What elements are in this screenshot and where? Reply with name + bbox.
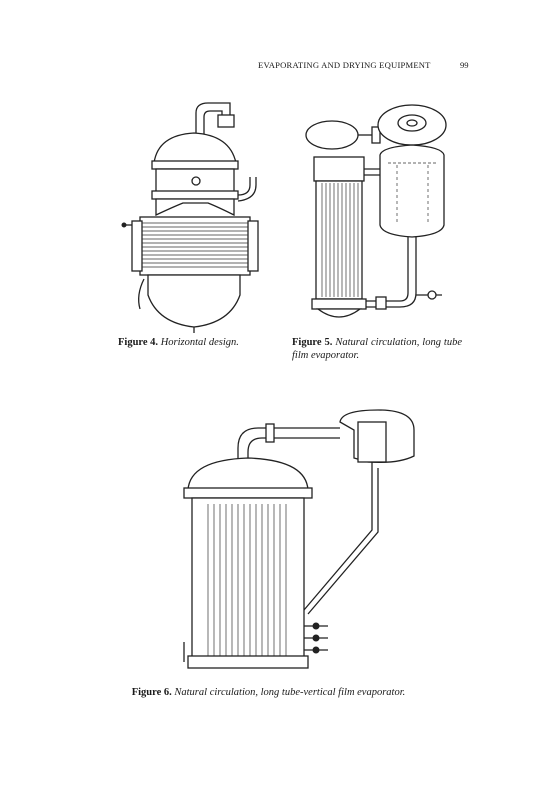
figure-6-description: Natural circulation, long tube-vertical …	[174, 687, 406, 698]
figure-4-label: Figure 4.	[118, 337, 159, 348]
figure-6-vertical-evaporator-drawing	[183, 409, 415, 669]
figure-4-horizontal-evaporator-drawing	[121, 102, 259, 333]
figure-5-label: Figure 5.	[292, 337, 333, 348]
figure-6-caption: Figure 6. Natural circulation, long tube…	[0, 686, 537, 699]
page-number: 99	[460, 60, 469, 70]
figure-4-caption: Figure 4. Horizontal design.	[118, 336, 278, 349]
figure-4-description: Horizontal design.	[160, 337, 239, 348]
figure-5-long-tube-evaporator-drawing	[305, 104, 447, 318]
figure-6-label: Figure 6.	[131, 687, 172, 698]
figure-5-caption: Figure 5. Natural circulation, long tube…	[292, 336, 462, 362]
figure-5-description: Natural circulation, long tube film evap…	[292, 337, 463, 361]
running-head: EVAPORATING AND DRYING EQUIPMENT	[258, 60, 431, 70]
